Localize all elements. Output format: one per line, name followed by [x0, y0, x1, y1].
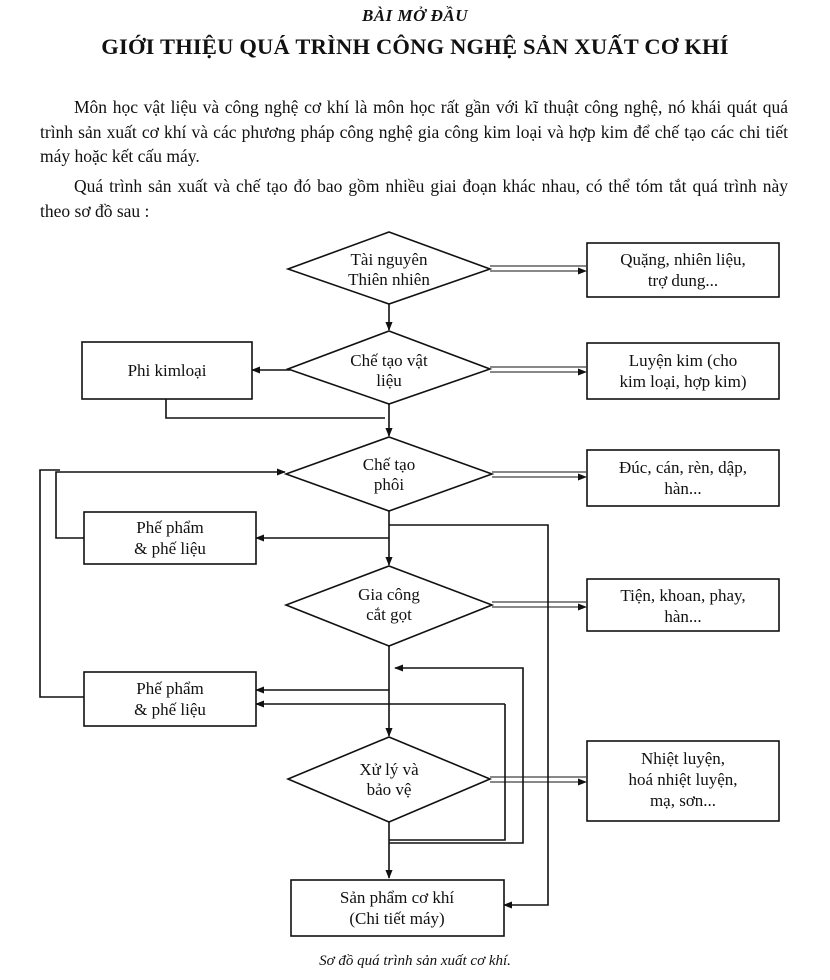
intro-paragraph: Môn học vật liệu và công nghệ cơ khí là …: [40, 97, 788, 166]
box-text: trợ dung...: [648, 271, 718, 290]
output-arrows: [490, 265, 587, 786]
box-duc-can-ren: Đúc, cán, rèn, dập, hàn...: [586, 449, 780, 507]
node-text: cắt gọt: [366, 605, 412, 624]
scrap-lines: [39, 468, 505, 708]
box-text: (Chi tiết máy): [349, 909, 444, 928]
node-text: Xử lý và: [359, 760, 419, 779]
phi-kim-loai-lines: [165, 366, 385, 419]
box-text: hàn...: [664, 607, 701, 626]
box-phe-pham-2: Phế phẩm & phế liệu: [83, 671, 257, 727]
box-text: kim loại, hợp kim): [619, 372, 746, 391]
node-xu-ly-bao-ve: Xử lý và bảo vệ: [285, 736, 493, 823]
node-text: Chế tạo vật: [350, 351, 428, 370]
box-text: hoá nhiệt luyện,: [628, 770, 737, 789]
page-title: GIỚI THIỆU QUÁ TRÌNH CÔNG NGHỆ SẢN XUẤT …: [101, 34, 729, 59]
box-text: Tiện, khoan, phay,: [620, 586, 745, 605]
lesson-label: BÀI MỞ ĐẦU: [361, 6, 469, 25]
box-phe-pham-1: Phế phẩm & phế liệu: [83, 511, 257, 565]
box-nhiet-luyen: Nhiệt luyện, hoá nhiệt luyện, mạ, sơn...: [586, 740, 780, 822]
box-text: mạ, sơn...: [650, 791, 716, 810]
node-tai-nguyen: Tài nguyên Thiên nhiên: [285, 231, 493, 305]
box-text: Luyện kim (cho: [629, 351, 738, 370]
box-quang-nhien-lieu: Quặng, nhiên liệu, trợ dung...: [586, 242, 780, 298]
box-text: Đúc, cán, rèn, dập,: [619, 458, 747, 477]
box-text: Phế phẩm: [136, 518, 204, 537]
box-text: Phi kimloại: [128, 361, 207, 380]
node-text: bảo vệ: [367, 780, 412, 799]
node-text: Chế tạo: [363, 455, 415, 474]
node-gia-cong-cat-got: Gia công cắt gọt: [283, 565, 495, 647]
box-text: & phế liệu: [134, 700, 206, 719]
box-text: Phế phẩm: [136, 679, 204, 698]
rework-lines: [389, 524, 549, 909]
node-text: Gia công: [358, 585, 420, 604]
node-text: Thiên nhiên: [348, 270, 430, 289]
box-tien-khoan-phay: Tiện, khoan, phay, hàn...: [586, 578, 780, 632]
box-text: Quặng, nhiên liệu,: [620, 250, 746, 269]
box-luyen-kim: Luyện kim (cho kim loại, hợp kim): [586, 342, 780, 400]
box-phi-kim-loai: Phi kimloại: [81, 341, 253, 400]
node-text: Tài nguyên: [351, 250, 428, 269]
process-paragraph: Quá trình sản xuất và chế tạo đó bao gồm…: [40, 176, 788, 221]
box-text: hàn...: [664, 479, 701, 498]
figure-caption: Sơ đồ quá trình sản xuất cơ khí.: [319, 953, 511, 969]
node-text: liệu: [376, 371, 402, 390]
box-text: & phế liệu: [134, 539, 206, 558]
node-text: phôi: [374, 475, 405, 494]
box-san-pham-co-khi: Sản phẩm cơ khí (Chi tiết máy): [290, 879, 505, 937]
box-text: Nhiệt luyện,: [641, 749, 725, 768]
node-che-tao-vat-lieu: Chế tạo vật liệu: [285, 330, 493, 405]
node-che-tao-phoi: Chế tạo phôi: [283, 436, 495, 512]
box-text: Sản phẩm cơ khí: [340, 888, 455, 907]
